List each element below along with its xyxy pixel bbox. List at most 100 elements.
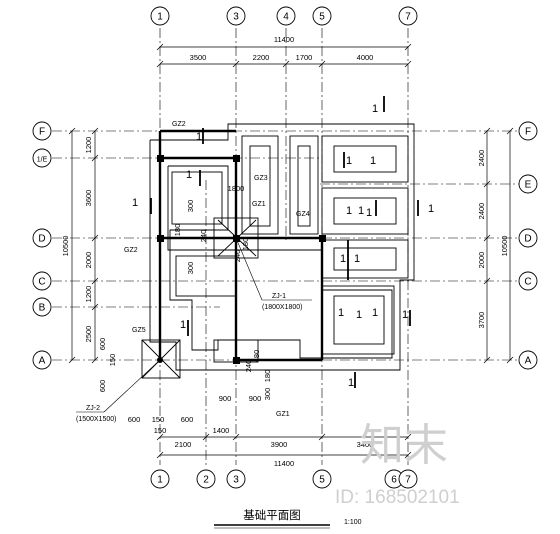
- axis-bubble: 1: [150, 6, 170, 26]
- section-mark: 1: [358, 205, 364, 217]
- axis-label: 1/E: [37, 157, 48, 164]
- tag-gz3: GZ3: [254, 175, 268, 182]
- watermark-id: ID: 168502101: [335, 487, 460, 508]
- axis-bubble-circle: [312, 6, 332, 26]
- section-mark: 1: [372, 307, 378, 319]
- axis-bubble: C: [518, 271, 538, 291]
- local-dim: 600: [98, 338, 107, 351]
- left-dim: 2000: [84, 252, 93, 269]
- axis-bubble-circle: [150, 469, 170, 489]
- tag-gz5: GZ5: [132, 327, 146, 334]
- local-dim: 600: [98, 380, 107, 393]
- top-dim: 3500: [190, 53, 207, 62]
- section-mark: 1: [354, 253, 360, 265]
- bottom-dim: 3400: [357, 440, 374, 449]
- axis-bubble: 5: [312, 6, 332, 26]
- section-mark: 1: [372, 103, 378, 115]
- axis-bubble: 7: [398, 6, 418, 26]
- local-dim: 240: [244, 360, 253, 373]
- right-dim: 2400: [477, 203, 486, 220]
- local-dim: 480: [252, 350, 261, 363]
- axis-bubble: 4: [276, 6, 296, 26]
- top-dim: 2200: [253, 53, 270, 62]
- left-dim: 1200: [84, 137, 93, 154]
- local-dim: 180: [263, 370, 272, 383]
- local-dim: 240: [199, 230, 208, 243]
- axis-label: F: [39, 127, 45, 138]
- tag-zj2-size: (1500X1500): [76, 416, 116, 423]
- axis-label: 1: [157, 475, 163, 486]
- local-dim: 150: [152, 415, 165, 424]
- axis-label: D: [524, 234, 531, 245]
- section-mark: 1: [340, 253, 346, 265]
- tag-zj2: ZJ-2: [86, 405, 100, 412]
- top-total-dim: 11400: [274, 35, 294, 44]
- axis-grid: [52, 28, 520, 465]
- axis-bubble: 1/E: [32, 148, 52, 168]
- axis-label: 5: [319, 12, 325, 23]
- local-dim: 180: [173, 224, 182, 237]
- walls: [158, 129, 324, 362]
- local-dim: 300: [186, 262, 195, 275]
- axis-bubble-circle: [32, 121, 52, 141]
- axis-bubble: F: [518, 121, 538, 141]
- axis-bubble-circle: [518, 174, 538, 194]
- axis-label: 6: [391, 475, 397, 486]
- left-dim: 3600: [84, 190, 93, 207]
- bottom-dim: 1400: [213, 426, 230, 435]
- right-dim: 3700: [477, 312, 486, 329]
- dimension-lines: [68, 43, 514, 459]
- axis-bubble-circle: [226, 6, 246, 26]
- local-dim: 600: [181, 415, 194, 424]
- axis-bubble: 3: [226, 469, 246, 489]
- axis-label: D: [38, 234, 45, 245]
- axis-bubble: F: [32, 121, 52, 141]
- axis-label: C: [524, 277, 531, 288]
- axis-bubble: 2: [196, 469, 216, 489]
- axis-label: A: [525, 356, 532, 367]
- axis-bubble: D: [518, 228, 538, 248]
- axis-bubble-circle: [518, 271, 538, 291]
- section-mark: 1: [180, 319, 186, 331]
- section-mark: 1: [366, 207, 372, 219]
- axis-bubble-circle: [196, 469, 216, 489]
- local-dim: 180: [241, 238, 250, 251]
- member-tags: GZ2 GZ3 GZ1 GZ4 GZ2 GZ5 GZ1 ZJ-1 (1800X1…: [76, 121, 310, 423]
- tag-zj1-size: (1800X1800): [262, 304, 302, 311]
- right-dim: 2400: [477, 150, 486, 167]
- axis-bubble: 1: [150, 469, 170, 489]
- axis-bubble-circle: [312, 469, 332, 489]
- axis-label: 7: [405, 475, 411, 486]
- watermark: 知末 ID: 168502101: [335, 421, 460, 508]
- axis-label: E: [525, 180, 532, 191]
- tag-gz4: GZ4: [296, 211, 310, 218]
- section-mark: 1: [402, 309, 408, 321]
- axis-bubble-circle: [226, 469, 246, 489]
- axis-label: A: [39, 356, 46, 367]
- bottom-total-dim: 11400: [274, 459, 294, 468]
- axis-bubble-circle: [398, 469, 418, 489]
- section-mark: 1: [196, 131, 202, 143]
- axis-bubble-circle: [32, 228, 52, 248]
- axis-bubble: A: [32, 350, 52, 370]
- axis-bubble-circle: [32, 148, 52, 168]
- section-mark: 1: [428, 203, 434, 215]
- local-dim: 240: [233, 250, 242, 263]
- axis-label: F: [525, 127, 531, 138]
- local-dim: 300: [263, 388, 272, 401]
- axis-bubble-circle: [32, 297, 52, 317]
- axis-label: 7: [405, 12, 411, 23]
- axis-bubble-circle: [276, 6, 296, 26]
- bottom-dim: 2100: [175, 440, 192, 449]
- section-ticks: [150, 96, 419, 388]
- section-mark: 1: [346, 155, 352, 167]
- local-dim: 900: [249, 394, 262, 403]
- axis-label: B: [39, 303, 46, 314]
- right-dim: 2000: [477, 252, 486, 269]
- title-block: 基础平面图 1:100: [214, 509, 362, 529]
- axis-bubble-circle: [150, 6, 170, 26]
- axis-bubble-circle: [32, 271, 52, 291]
- axis-bubble: C: [32, 271, 52, 291]
